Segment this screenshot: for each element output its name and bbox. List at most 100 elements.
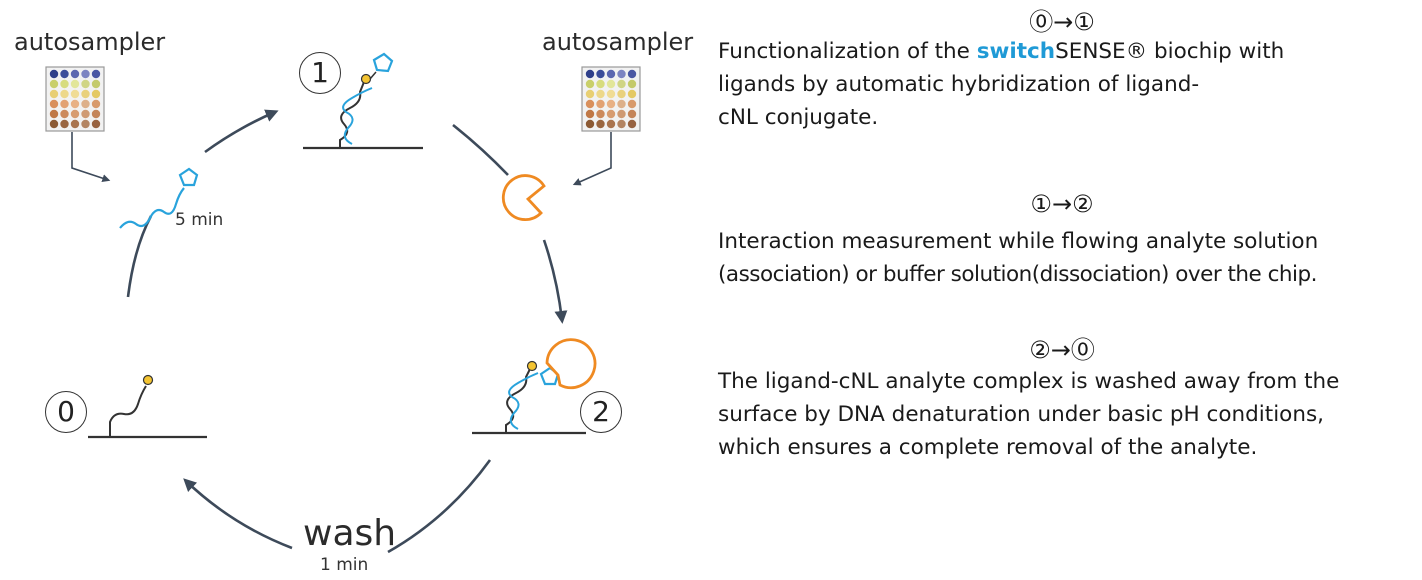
autosampler-label-left: autosampler (14, 28, 166, 56)
step-1-line2: ligands by automatic hybridization of li… (718, 72, 1200, 97)
plate-well (49, 69, 59, 79)
cycle-diagram (45, 52, 641, 554)
dna-helix-state1 (339, 52, 394, 148)
plate-well (81, 89, 90, 99)
plate-well (606, 69, 616, 79)
plate-well (60, 69, 69, 79)
arrow-association (542, 239, 568, 324)
step-2-title: ①→② (1030, 190, 1094, 218)
plate-well (81, 69, 90, 79)
ssdna-state0 (109, 374, 154, 437)
arrow-wash-left (183, 478, 293, 550)
plate-well (617, 99, 626, 109)
step-1-text-pre: Functionalization of the (718, 39, 977, 64)
plate-well (627, 119, 637, 129)
plate-well (81, 109, 90, 119)
feed-arrow-left (71, 132, 111, 183)
plate-well (91, 99, 101, 109)
plate-well (81, 99, 90, 109)
brand-sense: SENSE® (1055, 39, 1148, 64)
plate-well (627, 109, 637, 119)
plate-well (617, 79, 626, 89)
plate-well (606, 89, 616, 99)
plate-well (49, 79, 59, 89)
arrow-left-arc (126, 215, 153, 298)
plate-well (585, 99, 595, 109)
plate-well (596, 89, 605, 99)
plate-well (49, 89, 59, 99)
plate-well (596, 79, 605, 89)
state-1-marker: 1 (299, 52, 341, 94)
plate-well (91, 69, 101, 79)
arrow-top-right (452, 123, 509, 176)
plate-well (49, 109, 59, 119)
plate-well (70, 99, 80, 109)
plate-well (585, 69, 595, 79)
plate-well (49, 119, 59, 129)
plate-well (585, 119, 595, 129)
plate-well (596, 99, 605, 109)
wash-label: wash (303, 513, 397, 554)
feed-arrow-right (572, 132, 612, 186)
plate-well (627, 79, 637, 89)
plate-well (606, 79, 616, 89)
arrow-hybridization (204, 109, 279, 154)
brand-switch: switch (976, 39, 1056, 64)
plate-well (81, 79, 90, 89)
autosampler-label-right: autosampler (542, 28, 694, 56)
step-2-line2: (association) or buffer solution(dissoci… (718, 262, 1318, 287)
step-2-description: Interaction measurement while flowing an… (718, 225, 1318, 291)
autosampler-plate-right (581, 66, 641, 132)
plate-well (596, 109, 605, 119)
plate-well (596, 119, 605, 129)
plate-well (60, 119, 69, 129)
plate-well (70, 89, 80, 99)
plate-well (60, 99, 69, 109)
step-1-text-post: biochip with (1147, 39, 1285, 64)
plate-well (60, 89, 69, 99)
step-3-line3: which ensures a complete removal of the … (718, 435, 1258, 460)
plate-well (617, 89, 626, 99)
plate-well (606, 109, 616, 119)
plate-well (606, 119, 616, 129)
step-3-title: ②→⓪ (1029, 336, 1095, 364)
plate-well (60, 79, 69, 89)
plate-well (70, 109, 80, 119)
analyte-shape (501, 174, 546, 221)
state-2-marker: 2 (580, 391, 622, 433)
step-3-line2: surface by DNA denaturation under basic … (718, 402, 1324, 427)
plate-well (617, 109, 626, 119)
plate-well (91, 119, 101, 129)
plate-well (91, 89, 101, 99)
step-2-line1: Interaction measurement while flowing an… (718, 229, 1319, 254)
hybridization-time-label: 5 min (175, 210, 224, 230)
state-0-marker: 0 (45, 391, 87, 433)
autosampler-plate-left (45, 66, 105, 132)
plate-well (70, 69, 80, 79)
plate-well (627, 89, 637, 99)
step-1-line3: cNL conjugate. (718, 105, 879, 130)
plate-well (585, 109, 595, 119)
plate-well (60, 109, 69, 119)
plate-well (585, 79, 595, 89)
step-3-description: The ligand-cNL analyte complex is washed… (718, 365, 1339, 464)
plate-well (606, 99, 616, 109)
step-3-line1: The ligand-cNL analyte complex is washed… (718, 369, 1340, 394)
step-1-title: ⓪→① (1029, 8, 1095, 36)
ligand-cnl-conjugate (119, 167, 199, 229)
plate-well (617, 69, 626, 79)
plate-well (627, 69, 637, 79)
plate-well (70, 119, 80, 129)
arrow-wash-right (387, 459, 492, 554)
plate-well (617, 119, 626, 129)
plate-well (91, 79, 101, 89)
plate-well (627, 99, 637, 109)
plate-well (596, 69, 605, 79)
plate-well (585, 89, 595, 99)
wash-time-label: 1 min (320, 555, 369, 575)
plate-well (70, 79, 80, 89)
plate-well (49, 99, 59, 109)
dna-helix-state2 (505, 338, 597, 433)
plate-well (91, 109, 101, 119)
step-1-description: Functionalization of the switchSENSE® bi… (718, 35, 1284, 134)
